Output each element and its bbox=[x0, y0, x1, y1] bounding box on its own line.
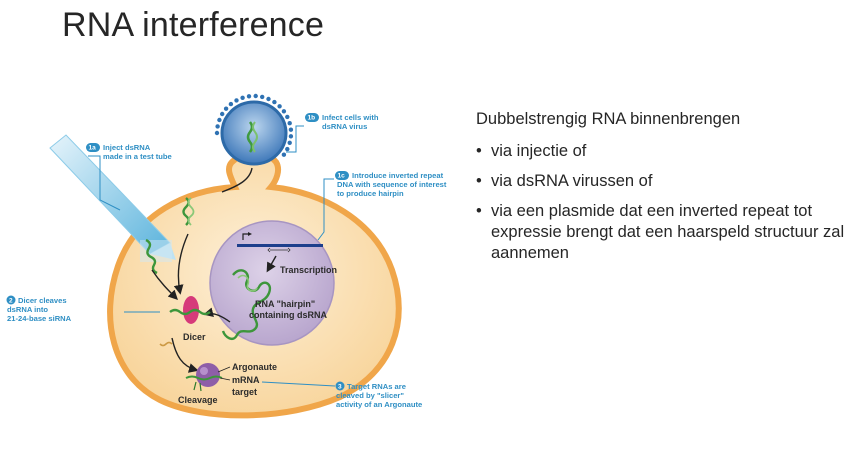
virus-spike bbox=[285, 114, 290, 120]
virus-spike bbox=[288, 127, 294, 132]
cleavage-mark bbox=[193, 381, 202, 392]
virus-spike bbox=[287, 121, 292, 126]
virus-particle bbox=[214, 93, 294, 166]
bullet-list: via injectie of via dsRNA virussen of vi… bbox=[476, 141, 846, 264]
step-1a-callout: 1a Inject dsRNA made in a test tube bbox=[86, 143, 172, 161]
step-3-badge: 3 bbox=[338, 384, 342, 391]
virus-spike bbox=[215, 124, 220, 129]
virus-to-cell-arrow bbox=[221, 167, 253, 193]
step-2-callout: 2 Dicer cleaves dsRNA into 21-24-base si… bbox=[6, 295, 72, 323]
injected-dsrna bbox=[145, 238, 158, 275]
step-3-line-1: Target RNAs are bbox=[347, 382, 406, 391]
virus-spike bbox=[228, 101, 234, 107]
virus-spike bbox=[234, 98, 239, 103]
virus-spike bbox=[260, 94, 265, 100]
dicer-dsrna bbox=[169, 308, 211, 316]
virus-spike bbox=[240, 95, 245, 101]
step-2-line-2: dsRNA into bbox=[7, 305, 48, 314]
mrna-target bbox=[185, 375, 223, 381]
argonaute-highlight bbox=[200, 367, 208, 375]
step-1b-callout: 1b Infect cells with dsRNA virus bbox=[305, 113, 379, 131]
hairpin-label-1: RNA "hairpin" bbox=[255, 299, 315, 309]
virus-spike bbox=[281, 152, 287, 157]
dicer-label: Dicer bbox=[183, 332, 206, 342]
step-1b-line-1: Infect cells with bbox=[322, 113, 379, 122]
step-1c-line-1: Introduce inverted repeat bbox=[352, 171, 444, 180]
virus-spike bbox=[246, 94, 252, 99]
mrna-leader bbox=[219, 377, 231, 381]
virus-spike bbox=[253, 93, 258, 99]
slide-title: RNA interference bbox=[62, 6, 325, 44]
virus-spike bbox=[214, 130, 220, 136]
virus-spike bbox=[223, 106, 229, 111]
bullet-item: via dsRNA virussen of bbox=[476, 171, 846, 192]
viral-dsrna-strand bbox=[252, 121, 258, 153]
virus-spike bbox=[281, 109, 287, 114]
mrna-label-1: mRNA bbox=[232, 375, 260, 385]
argonaute-leader bbox=[217, 366, 231, 373]
callout-lines bbox=[88, 125, 336, 387]
step-1b-badge: 1b bbox=[308, 115, 316, 122]
step-1a-line-1: Inject dsRNA bbox=[103, 143, 151, 152]
virus-spike bbox=[266, 96, 271, 102]
cytoplasm-dsrna-strand bbox=[187, 197, 195, 226]
bullet-panel: Dubbelstrengig RNA binnenbrengen via inj… bbox=[476, 109, 846, 273]
step-2-line-1: Dicer cleaves bbox=[18, 296, 67, 305]
hairpin-rna bbox=[221, 269, 272, 341]
bullet-item: via injectie of bbox=[476, 141, 846, 162]
bullet-heading: Dubbelstrengig RNA binnenbrengen bbox=[476, 110, 741, 128]
step-1c-callout: 1c Introduce inverted repeat DNA with se… bbox=[335, 171, 447, 198]
cleavage-label: Cleavage bbox=[178, 395, 218, 405]
step-1c-badge: 1c bbox=[338, 173, 346, 180]
step-1a-line-2: made in a test tube bbox=[103, 152, 172, 161]
step-3-line-2: cleaved by "slicer" bbox=[336, 391, 404, 400]
mrna-label-2: target bbox=[232, 387, 257, 397]
step-2-line-3: 21-24-base siRNA bbox=[7, 314, 72, 323]
step-1c-line-2: DNA with sequence of interest bbox=[337, 180, 447, 189]
step-3-callout: 3 Target RNAs are cleaved by "slicer" ac… bbox=[335, 381, 422, 409]
virus-spike bbox=[288, 134, 294, 139]
step-1a-badge: 1a bbox=[89, 145, 97, 152]
step-2-badge: 2 bbox=[9, 298, 13, 305]
step-1c-line-3: to produce hairpin bbox=[337, 189, 404, 198]
inverted-repeat-dna bbox=[237, 232, 323, 253]
step-3-line-3: activity of an Argonaute bbox=[336, 400, 422, 409]
hairpin-label-2: containing dsRNA bbox=[249, 310, 327, 320]
sirna-fragment bbox=[159, 341, 173, 347]
argonaute-label: Argonaute bbox=[232, 362, 277, 372]
transcription-label: Transcription bbox=[280, 265, 337, 275]
to-dicer-arrow-b bbox=[151, 269, 178, 300]
bullet-item: via een plasmide dat een inverted repeat… bbox=[476, 201, 846, 264]
to-argonaute-arrow bbox=[171, 337, 199, 373]
virus-spike bbox=[285, 146, 290, 152]
virus-spike bbox=[220, 111, 225, 117]
virus-spike bbox=[272, 99, 277, 105]
virus-spike bbox=[287, 140, 292, 145]
virus-spike bbox=[217, 117, 222, 123]
transcription-arrow bbox=[266, 255, 277, 273]
virus-spike bbox=[277, 104, 282, 109]
injection-needle bbox=[49, 134, 176, 262]
nucleus bbox=[209, 220, 335, 346]
step-1b-line-2: dsRNA virus bbox=[322, 122, 367, 131]
to-dicer-arrow-a bbox=[173, 233, 189, 295]
